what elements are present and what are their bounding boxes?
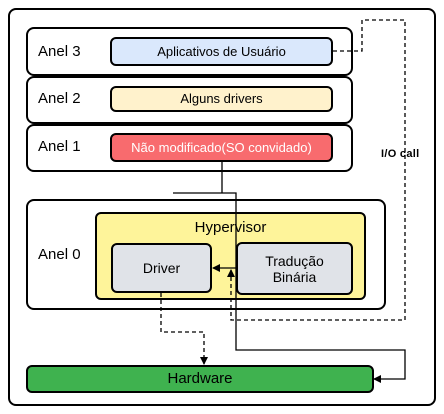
binary-translation-box: Tradução Binária (236, 242, 353, 295)
user-applications-box: Aplicativos de Usuário (110, 37, 333, 66)
some-drivers-box: Alguns drivers (110, 86, 333, 112)
binary-translation-line-1: Tradução (265, 252, 324, 269)
hypervisor-title: Hypervisor (194, 219, 267, 236)
ring-3-label: Anel 3 (38, 43, 81, 60)
ring-2-label: Anel 2 (38, 90, 81, 107)
io-call-label: I/O call (381, 148, 420, 160)
ring-1-label: Anel 1 (38, 138, 81, 155)
hardware-box: Hardware (26, 365, 374, 393)
driver-box: Driver (111, 243, 212, 293)
binary-translation-line-2: Binária (272, 268, 317, 285)
ring-0-label: Anel 0 (38, 246, 81, 263)
unmodified-guest-os-box: Não modificado(SO convidado) (110, 133, 333, 162)
